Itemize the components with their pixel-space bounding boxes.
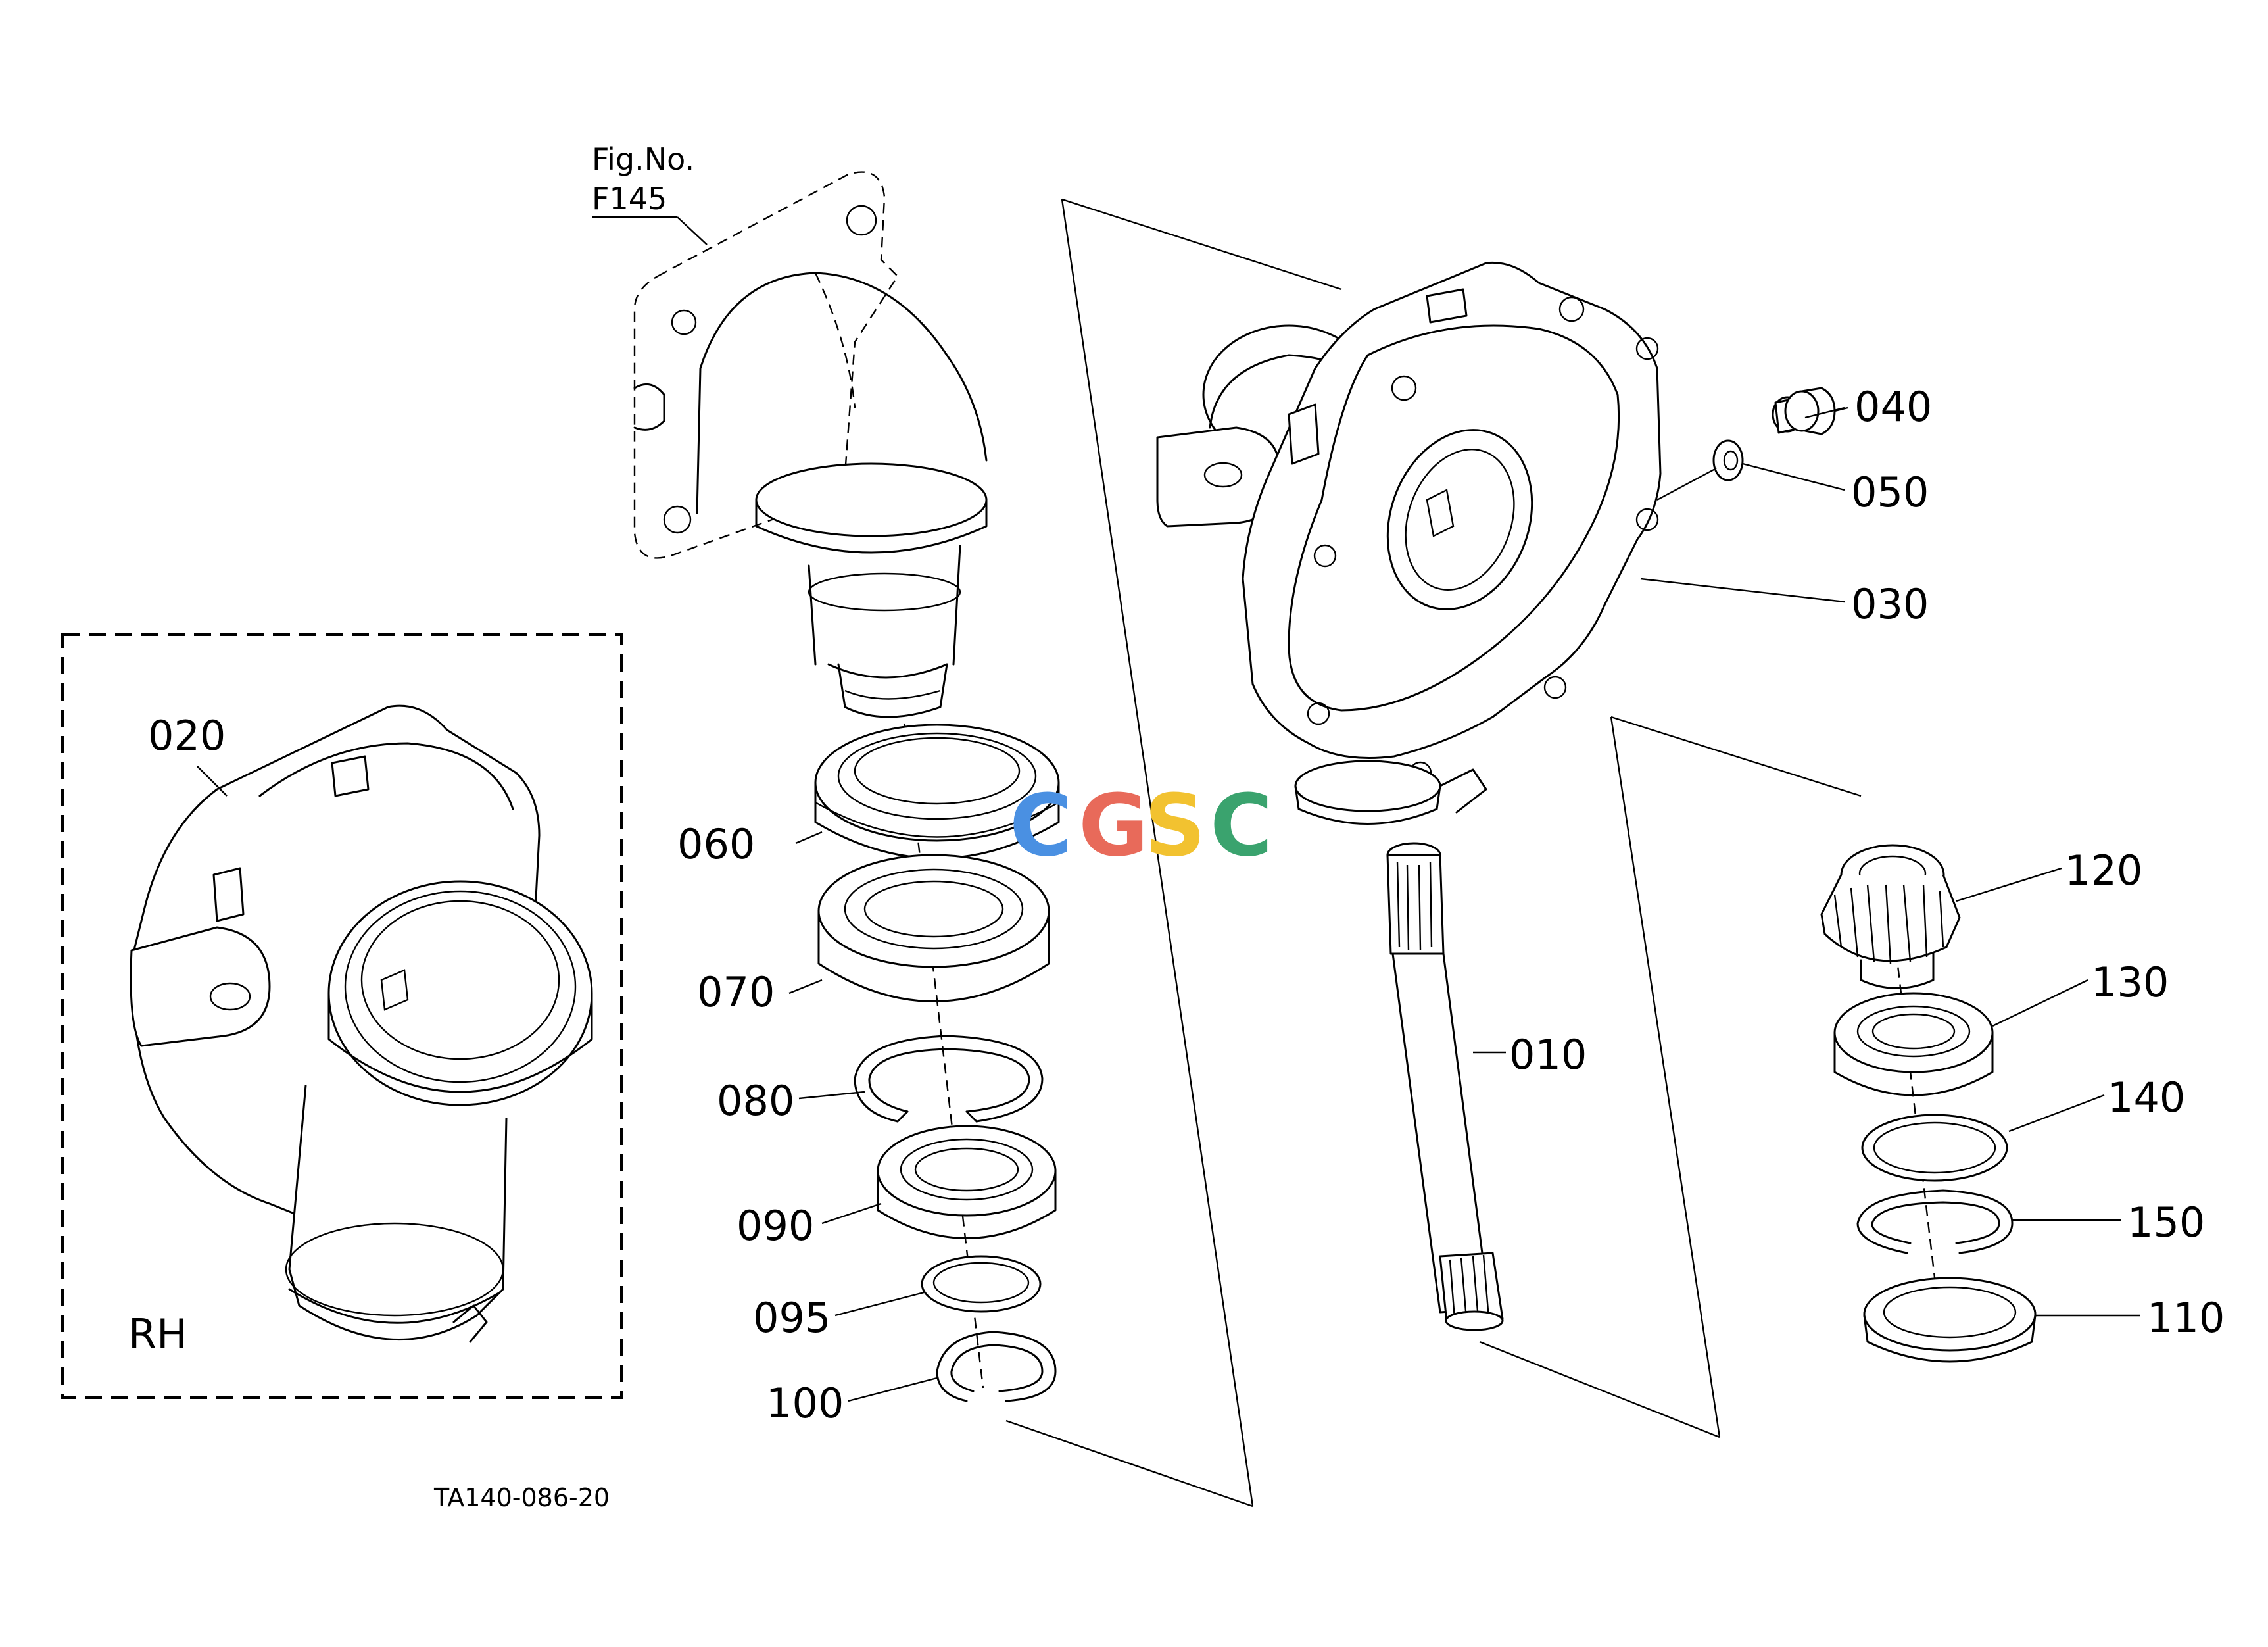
- callout-030: 030: [1851, 580, 1929, 628]
- callout-130: 130: [2091, 958, 2169, 1006]
- watermark-letter-4: C: [1210, 775, 1272, 875]
- callout-095: 095: [753, 1294, 831, 1342]
- rh-variant-box: [61, 633, 623, 1399]
- callout-070: 070: [697, 968, 775, 1016]
- part-090-bearing: [877, 1125, 1057, 1239]
- part-130-bearing: [1833, 992, 1994, 1096]
- part-020-gear-case-rh: [130, 704, 593, 1343]
- fig-reference: Fig.No. F145: [592, 141, 708, 245]
- callout-080: 080: [717, 1077, 794, 1125]
- callout-090: 090: [736, 1202, 814, 1250]
- drawing-code: TA140-086-20: [433, 1483, 610, 1512]
- callout-060: 060: [677, 820, 755, 868]
- watermark-letter-3: S: [1144, 775, 1206, 875]
- part-140-ring: [1861, 1114, 2008, 1182]
- part-100-circlip: [936, 1331, 1057, 1402]
- part-080-snap-ring: [854, 1035, 1044, 1123]
- callout-010: 010: [1509, 1031, 1587, 1079]
- callout-110: 110: [2147, 1294, 2225, 1342]
- part-110-seal: [1863, 1277, 2037, 1363]
- part-010-shaft: [1386, 842, 1504, 1331]
- watermark-letter-1: C: [1009, 775, 1072, 875]
- callout-020: 020: [148, 712, 226, 760]
- watermark-logo: C G S C: [1009, 775, 1272, 875]
- watermark-letter-2: G: [1078, 775, 1149, 875]
- part-060-oil-seal: [814, 724, 1060, 860]
- perspective-frame: [1005, 198, 1862, 1508]
- callout-140: 140: [2108, 1073, 2185, 1121]
- fig-label: Fig.No.: [592, 141, 694, 177]
- part-040-plug: [1772, 387, 1836, 435]
- part-030-gear-case: [1156, 261, 1662, 825]
- part-050-washer: [1712, 439, 1744, 481]
- fig-number: F145: [592, 181, 667, 216]
- callout-100: 100: [766, 1379, 844, 1427]
- callout-150: 150: [2127, 1198, 2205, 1246]
- part-070-bearing: [817, 854, 1050, 1002]
- callout-120: 120: [2065, 847, 2142, 895]
- leader-lines: [197, 406, 2140, 1402]
- part-150-circlip: [1856, 1189, 2014, 1254]
- variant-label-rh: RH: [128, 1310, 187, 1358]
- callout-050: 050: [1851, 468, 1929, 516]
- part-callouts: 040 050 030 120 130 140 150 110 010 060 …: [148, 383, 2225, 1427]
- upper-housing-phantom: [633, 171, 988, 718]
- callout-040: 040: [1854, 383, 1932, 431]
- right-centerline: [1883, 848, 1941, 1323]
- plug-axis-line: [1656, 467, 1717, 501]
- part-095-ring: [921, 1255, 1042, 1313]
- part-120-bevel-gear: [1820, 844, 1961, 989]
